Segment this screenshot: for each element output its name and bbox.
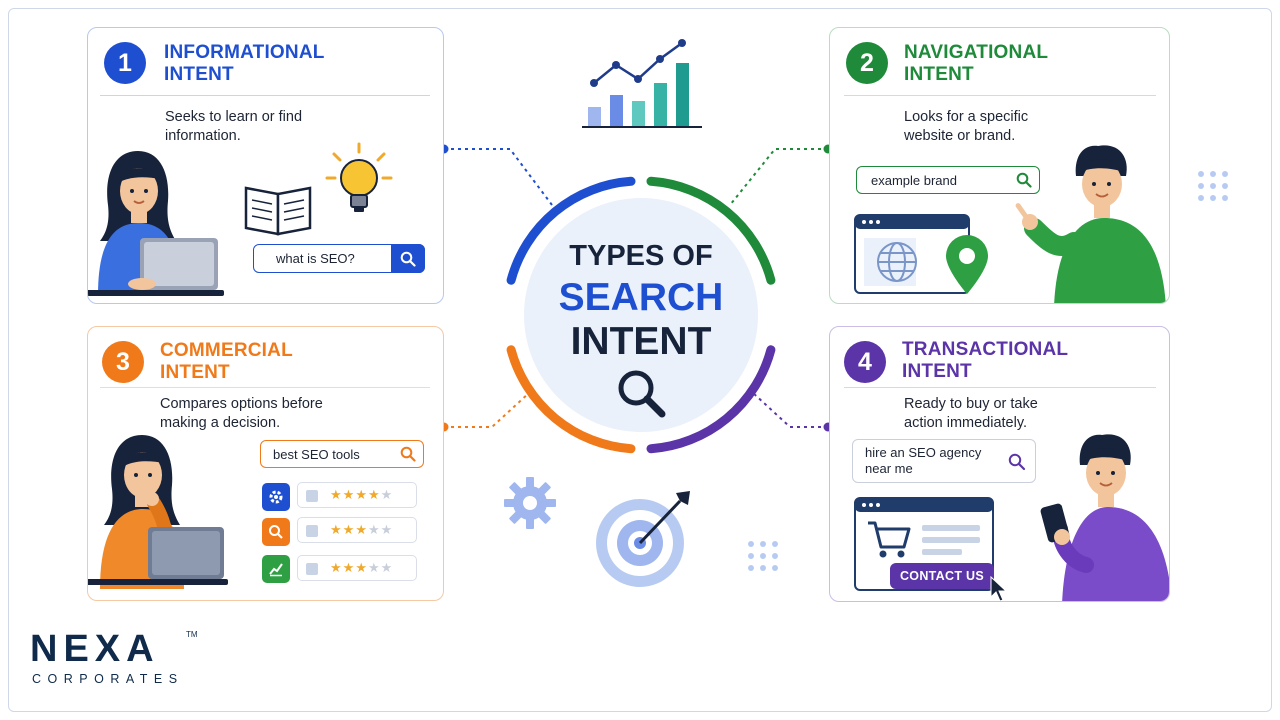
man-phone-illustration — [1040, 434, 1169, 601]
search-icon — [400, 251, 416, 267]
laptop-illustration — [88, 238, 224, 296]
star-icon: ★ — [355, 560, 368, 575]
shopping-cart-icon — [868, 521, 911, 558]
target-icon — [596, 491, 690, 587]
star-icon: ★ — [380, 522, 394, 537]
star-icon: ★ — [367, 560, 381, 575]
logo-wordmark: NEXA — [30, 628, 160, 670]
divider — [100, 95, 430, 96]
contact-us-button[interactable]: CONTACT US — [890, 563, 994, 589]
card-navigational: 2 NAVIGATIONAL INTENT Looks for a specif… — [829, 27, 1170, 304]
search-icon[interactable] — [1008, 453, 1026, 471]
hub-title-line2: SEARCH — [558, 276, 724, 319]
magnifier-icon — [618, 370, 666, 418]
dots-decoration — [1198, 171, 1228, 201]
star-icon: ★ — [330, 560, 343, 575]
thumbnail — [306, 490, 318, 502]
star-icon: ★ — [330, 487, 343, 502]
star-rating: ★★★★★ — [330, 487, 393, 503]
cursor-icon — [990, 575, 1008, 601]
location-pin-icon — [946, 235, 988, 294]
search-button[interactable] — [391, 244, 425, 273]
card-number: 2 — [846, 42, 888, 84]
star-icon: ★ — [367, 487, 381, 502]
search-input[interactable]: example brand — [856, 166, 1040, 194]
gear-icon — [262, 483, 290, 511]
star-icon: ★ — [342, 487, 356, 502]
search-input[interactable]: hire an SEO agency near me — [852, 439, 1036, 483]
rating-row: ★★★★★ — [297, 482, 417, 508]
woman-thinking-illustration — [100, 435, 184, 589]
search-icon — [262, 518, 290, 546]
hub-ring — [506, 176, 776, 454]
hub-title-line3: INTENT — [570, 320, 712, 363]
logo: NEXA TM CORPORATES — [30, 628, 200, 690]
card-title: COMMERCIAL INTENT — [160, 340, 293, 383]
card-informational: 1 INFORMATIONAL INTENT Seeks to learn or… — [87, 27, 444, 304]
card-number: 1 — [104, 42, 146, 84]
divider — [100, 387, 430, 388]
card-description: Looks for a specific website or brand. — [904, 109, 1029, 144]
hub-title-line1: TYPES OF — [569, 240, 713, 272]
card-title: NAVIGATIONAL INTENT — [904, 42, 1049, 85]
thumbnail — [306, 525, 318, 537]
card-title: INFORMATIONAL INTENT — [164, 42, 325, 85]
chart-icon — [262, 555, 290, 583]
star-icon: ★ — [342, 560, 356, 575]
star-icon: ★ — [380, 560, 394, 575]
star-rating: ★★★★★ — [330, 522, 393, 538]
laptop-illustration — [88, 527, 228, 585]
star-icon: ★ — [330, 522, 343, 537]
search-icon[interactable] — [400, 446, 416, 462]
card-number: 4 — [844, 341, 886, 383]
divider — [844, 95, 1156, 96]
growth-chart-icon — [582, 39, 702, 128]
book-icon — [244, 186, 312, 236]
lightbulb-icon — [325, 142, 393, 212]
globe-icon — [877, 242, 917, 282]
card-transactional: 4 TRANSACTIONAL INTENT Ready to buy or t… — [829, 326, 1170, 602]
card-commercial: 3 COMMERCIAL INTENT Compares options bef… — [87, 326, 444, 601]
dots-decoration — [748, 541, 778, 571]
man-pointing-illustration — [1015, 145, 1166, 303]
star-icon: ★ — [367, 522, 381, 537]
rating-row: ★★★★★ — [297, 517, 417, 543]
search-input[interactable]: best SEO tools — [260, 440, 424, 468]
star-icon: ★ — [355, 487, 368, 502]
search-icon[interactable] — [1016, 172, 1032, 188]
logo-tm: TM — [186, 630, 198, 639]
divider — [844, 387, 1156, 388]
gear-icon — [504, 477, 556, 529]
star-icon: ★ — [355, 522, 368, 537]
star-rating: ★★★★★ — [330, 560, 393, 576]
rating-row: ★★★★★ — [297, 555, 417, 581]
card-description: Seeks to learn or find information. — [165, 109, 303, 144]
star-icon: ★ — [380, 487, 394, 502]
card-description: Ready to buy or take action immediately. — [904, 396, 1038, 431]
card-title: TRANSACTIONAL INTENT — [902, 339, 1069, 382]
logo-tagline: CORPORATES — [32, 672, 184, 686]
card-description: Compares options before making a decisio… — [160, 396, 323, 431]
thumbnail — [306, 563, 318, 575]
card-number: 3 — [102, 341, 144, 383]
star-icon: ★ — [342, 522, 356, 537]
